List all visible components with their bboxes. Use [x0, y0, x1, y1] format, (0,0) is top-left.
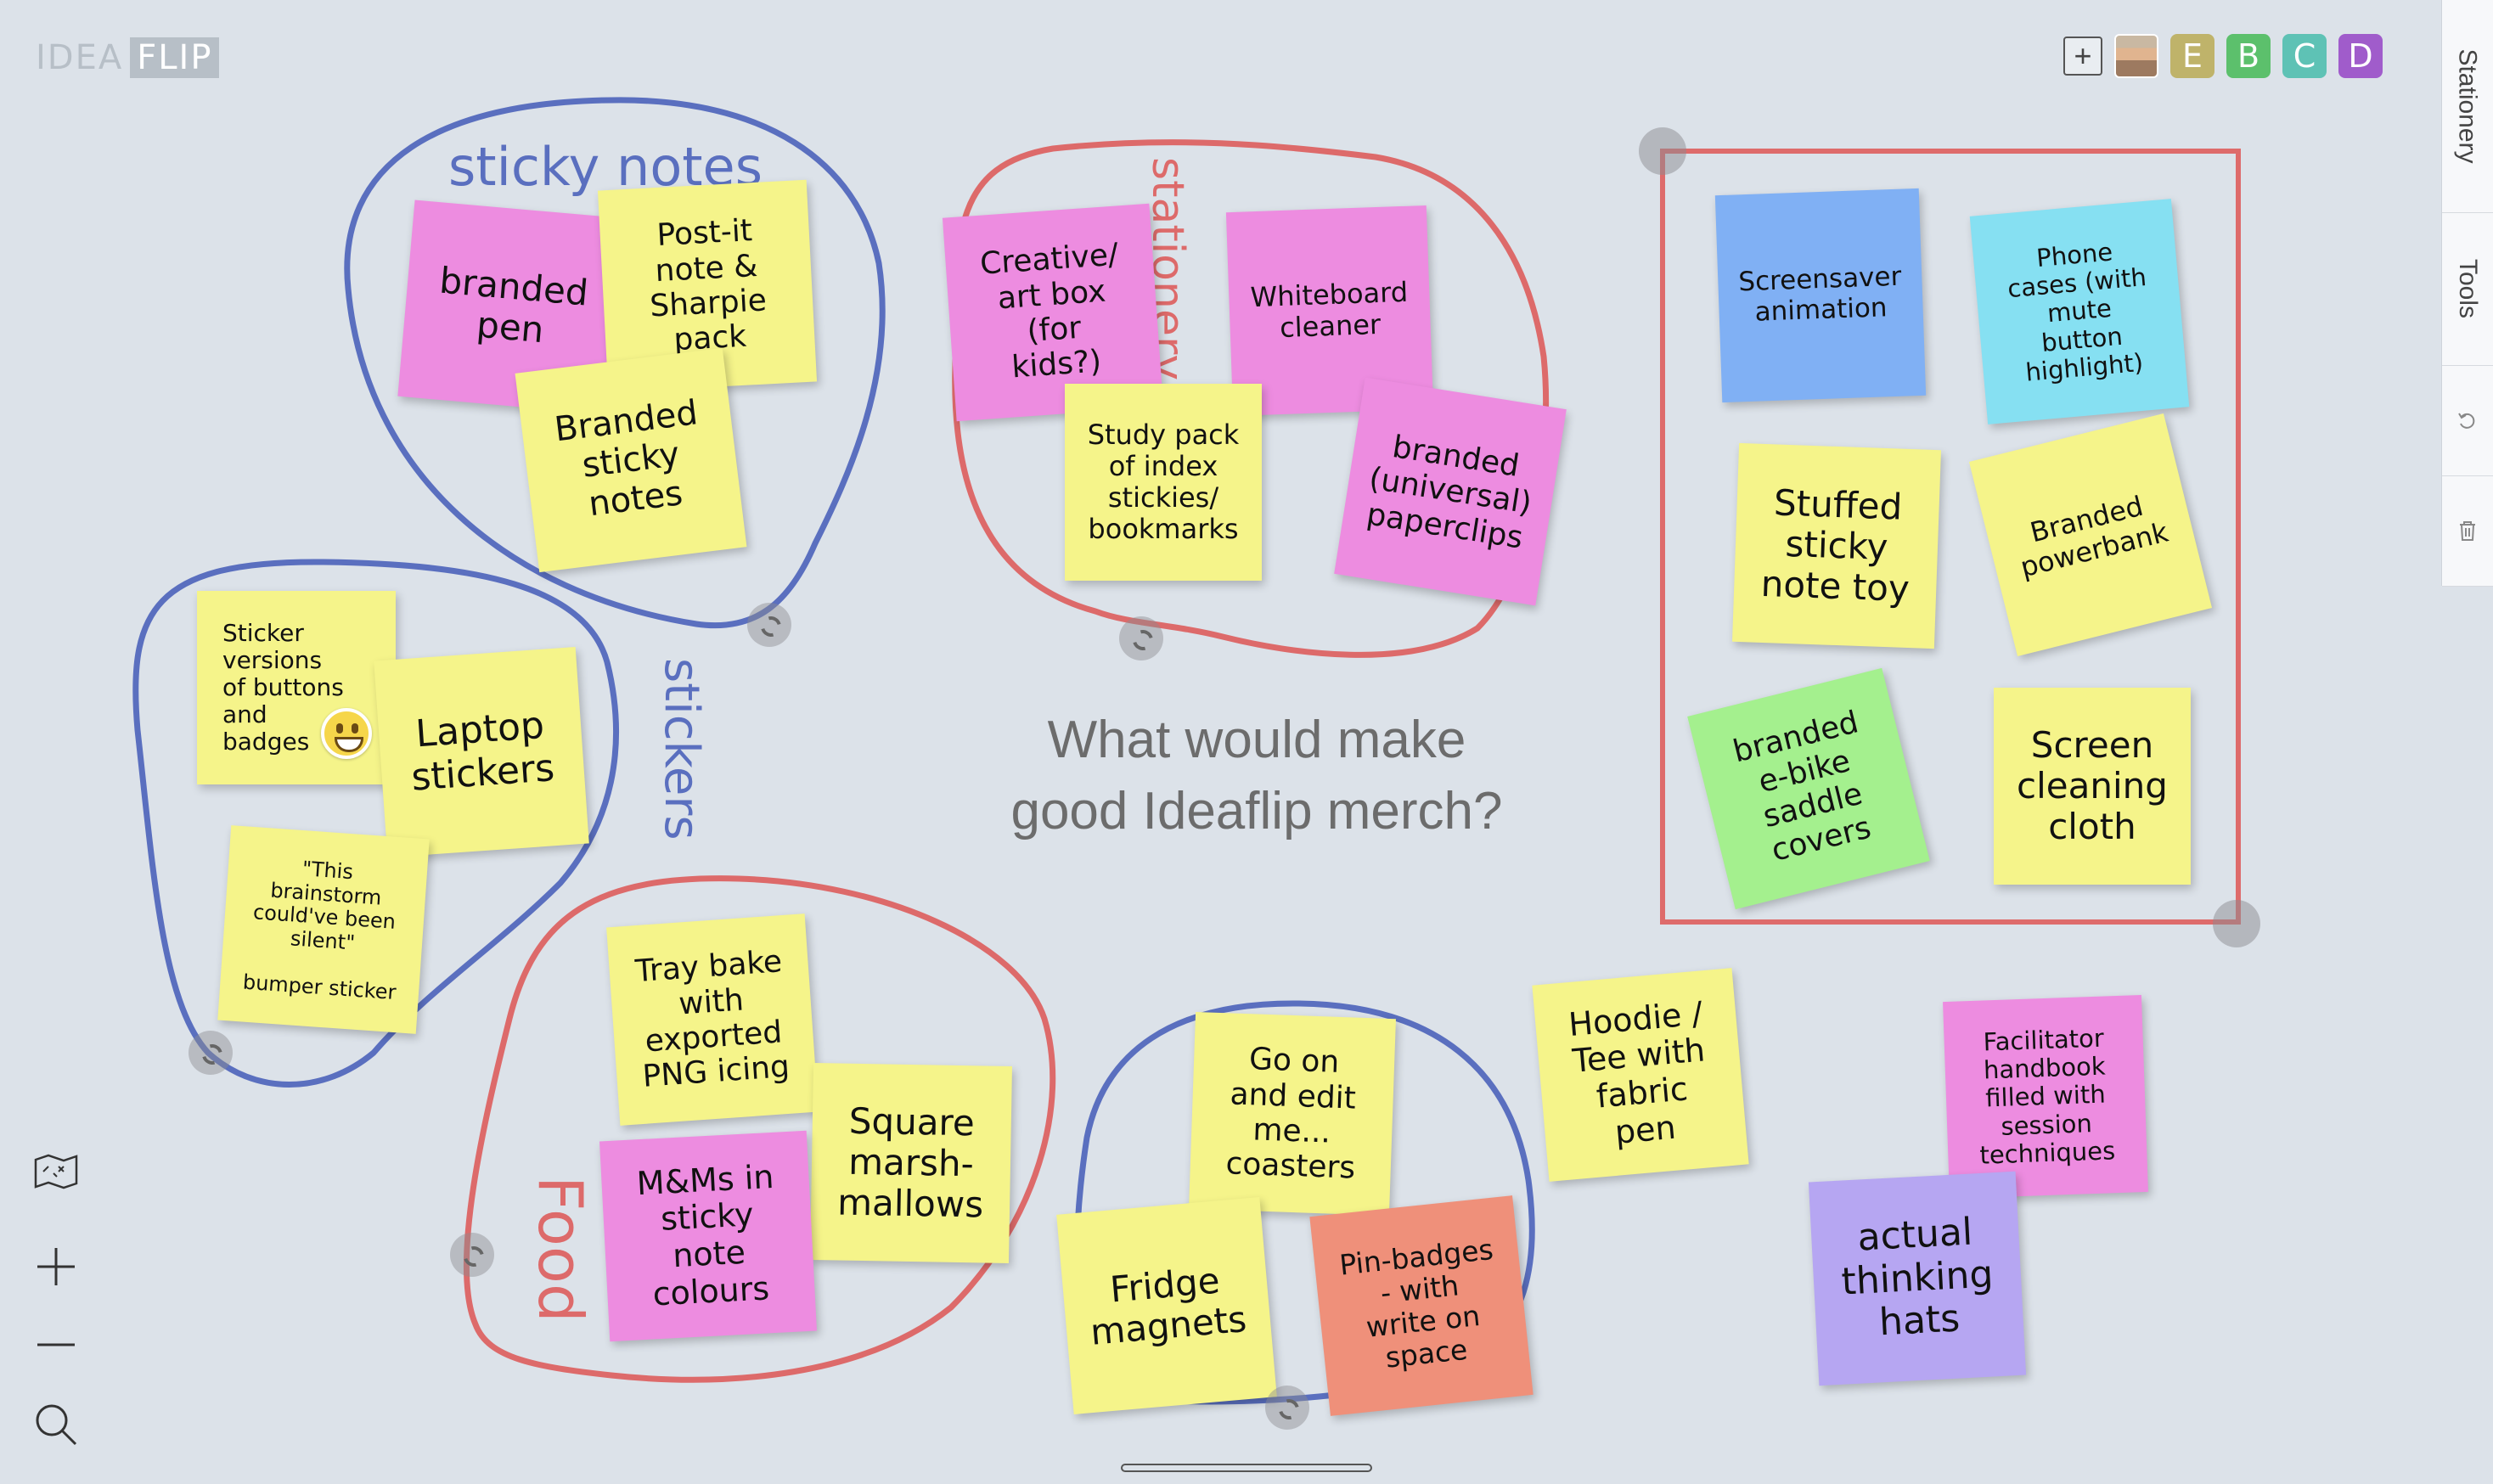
sticky-note[interactable]: Fridge magnets — [1056, 1196, 1277, 1415]
sticky-note[interactable]: Tray bake with exported PNG icing — [606, 913, 819, 1126]
undo-button[interactable] — [2442, 365, 2493, 476]
map-button[interactable] — [31, 1146, 82, 1197]
frame-corner-handle[interactable] — [1639, 127, 1686, 175]
group-move-handle[interactable] — [1119, 616, 1163, 660]
smiley-icon[interactable] — [321, 708, 372, 759]
tab-tools[interactable]: Tools — [2442, 212, 2493, 366]
sticky-note[interactable]: Square marsh- mallows — [809, 1062, 1013, 1264]
collaborator-avatar[interactable]: C — [2282, 34, 2327, 78]
group-move-handle[interactable] — [450, 1233, 494, 1277]
collaborator-avatar[interactable]: B — [2226, 34, 2271, 78]
search-button[interactable] — [31, 1399, 82, 1450]
sticky-note[interactable]: Pin-badges - with write on space — [1309, 1195, 1534, 1416]
sticky-note[interactable]: Screen cleaning cloth — [1994, 688, 2191, 885]
sticky-note[interactable]: Screensaver animation — [1714, 188, 1927, 403]
sticky-note[interactable]: Laptop stickers — [374, 646, 589, 858]
group-move-handle[interactable] — [189, 1031, 233, 1075]
sticky-note[interactable]: M&Ms in sticky note colours — [599, 1130, 818, 1342]
sticky-note[interactable]: Facilitator handbook filled with session… — [1943, 994, 2148, 1200]
trash-icon — [2460, 521, 2475, 541]
home-indicator — [1121, 1464, 1372, 1472]
add-frame-button[interactable]: + — [2063, 37, 2102, 76]
group-label-food[interactable]: Food — [525, 1176, 596, 1323]
sticky-note[interactable]: Study pack of index stickies/ bookmarks — [1065, 384, 1262, 581]
zoom-in-icon — [37, 1248, 75, 1285]
undo-icon — [2458, 413, 2475, 429]
sticky-note[interactable]: actual thinking hats — [1808, 1171, 2027, 1386]
sticky-note[interactable]: Go on and edit me... coasters — [1189, 1011, 1396, 1217]
group-label-stickers[interactable]: stickers — [654, 658, 709, 840]
tab-stationery[interactable]: Stationery — [2442, 0, 2493, 213]
sticky-note[interactable]: Hoodie / Tee with fabric pen — [1532, 968, 1749, 1182]
ideaflip-logo: IDEA FLIP — [36, 37, 220, 78]
board-question[interactable]: What would make good Ideaflip merch? — [1010, 711, 1503, 840]
sticky-note[interactable]: branded e-bike saddle covers — [1687, 667, 1930, 910]
sticky-note[interactable]: Branded sticky notes — [515, 347, 747, 573]
sticky-note[interactable]: Stuffed sticky note toy — [1731, 442, 1942, 649]
frame-corner-handle[interactable] — [2213, 900, 2260, 947]
delete-button[interactable] — [2442, 475, 2493, 587]
sticky-note[interactable]: Phone cases (with mute button highlight) — [1969, 199, 2190, 424]
sticky-note[interactable]: branded (universal) paperclips — [1334, 377, 1567, 606]
search-icon — [36, 1404, 77, 1446]
collaborator-avatar[interactable]: D — [2338, 34, 2383, 78]
map-icon — [34, 1154, 78, 1189]
sticky-note[interactable]: Sticker versions of buttons and badges — [197, 591, 396, 784]
top-toolbar: + E B C D — [2063, 34, 2383, 78]
zoom-out-icon — [37, 1343, 75, 1346]
zoom-out-button[interactable] — [31, 1319, 82, 1370]
zoom-in-button[interactable] — [31, 1241, 82, 1292]
group-move-handle[interactable] — [747, 603, 791, 647]
group-move-handle[interactable] — [1265, 1386, 1309, 1430]
user-avatar[interactable] — [2114, 34, 2158, 78]
collaborator-avatar[interactable]: E — [2170, 34, 2214, 78]
sticky-note[interactable]: Branded powerbank — [1968, 413, 2213, 657]
sticky-note[interactable]: "This brainstorm could've been silent" b… — [217, 825, 430, 1034]
side-panel: Stationery Tools — [2441, 0, 2493, 587]
